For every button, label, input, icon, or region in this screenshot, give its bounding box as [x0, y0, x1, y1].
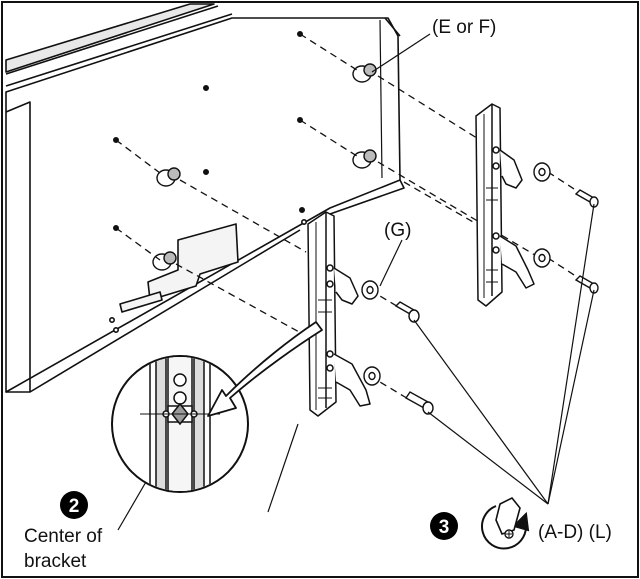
step-3-badge [430, 512, 458, 540]
tighten-screw-icon [481, 496, 530, 550]
screw-set-left [394, 301, 434, 415]
label-center-line1: Center of [24, 526, 103, 547]
zoom-arrow [207, 321, 323, 417]
label-washer: (G) [384, 220, 411, 241]
step-3-number: 3 [439, 517, 450, 538]
label-screws: (A-D) (L) [538, 522, 612, 543]
washer-set-left [361, 280, 381, 386]
tv-back-panel [5, 3, 405, 393]
spacer-top-right [352, 63, 377, 83]
bracket-right [475, 103, 535, 307]
label-center-line2: bracket [24, 551, 87, 572]
bracket-left [307, 211, 371, 417]
screw-set-right [574, 189, 599, 294]
spacer-mid-right [352, 149, 377, 169]
step-2-badge [60, 491, 88, 519]
spacer-set [152, 63, 377, 271]
washer-set-right [533, 162, 551, 268]
magnified-inset [111, 355, 249, 493]
step-2-number: 2 [69, 496, 80, 517]
label-spacer: (E or F) [432, 17, 496, 38]
spacer-mid-left [156, 167, 181, 187]
